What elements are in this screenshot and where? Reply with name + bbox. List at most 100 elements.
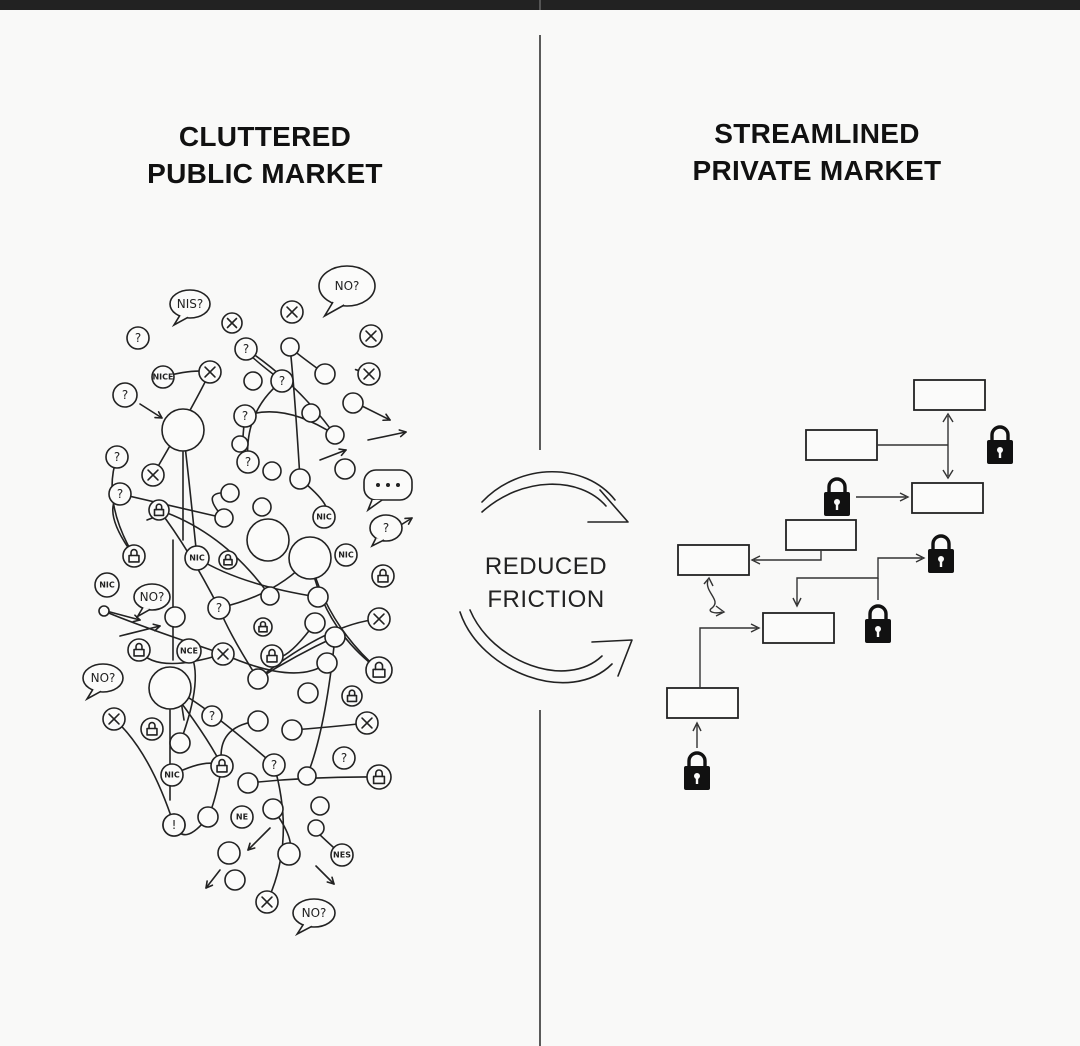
network-node — [169, 732, 191, 754]
svg-text:?: ? — [135, 331, 141, 345]
network-node — [307, 586, 329, 608]
question-mark-icon: ? — [201, 705, 223, 727]
x-mark-icon — [280, 300, 304, 324]
lock-outline-icon — [253, 617, 273, 637]
lock-outline-icon — [218, 550, 238, 570]
network-node — [164, 606, 186, 628]
lock-icon — [824, 477, 850, 516]
network-node — [304, 612, 326, 634]
question-mark-icon: ? — [126, 326, 150, 350]
network-node — [288, 536, 332, 580]
lock-outline-icon — [366, 764, 392, 790]
lock-icon — [684, 751, 710, 790]
x-mark-icon — [211, 642, 235, 666]
flow-box-7 — [666, 687, 739, 719]
lock-icon — [865, 604, 891, 643]
arrowhead-icon — [398, 429, 407, 438]
network-node — [280, 337, 300, 357]
tag-node — [160, 763, 184, 787]
tag-label: NIC — [338, 551, 354, 560]
question-mark-icon: ? — [112, 382, 138, 408]
speech-bubble-icon: NO? — [133, 583, 171, 619]
question-mark-icon: ? — [233, 404, 257, 428]
lock-outline-icon — [260, 644, 284, 668]
svg-text:?: ? — [245, 455, 251, 469]
network-node — [148, 666, 192, 710]
network-node — [281, 719, 303, 741]
bubble-label: NIS? — [177, 297, 204, 311]
lock-outline-icon — [148, 499, 170, 521]
x-mark-icon — [367, 607, 391, 631]
question-mark-icon: ? — [105, 445, 129, 469]
network-link — [158, 509, 271, 597]
x-mark-icon — [357, 362, 381, 386]
network-node — [325, 425, 345, 445]
network-link — [266, 764, 285, 903]
speech-bubble-icon: NO? — [82, 663, 124, 702]
lock-outline-icon — [365, 656, 393, 684]
tag-label: NE — [236, 813, 248, 822]
x-mark-icon — [141, 463, 165, 487]
network-node — [297, 682, 319, 704]
tag-node — [176, 638, 202, 664]
network-node — [316, 652, 338, 674]
curved-arrow-icon-top — [481, 471, 629, 523]
lock-outline-icon — [122, 544, 146, 568]
arrowhead-icon — [205, 880, 214, 889]
right-panel-title: STREAMLINED PRIVATE MARKET — [652, 115, 982, 189]
flow-box-2 — [805, 429, 878, 461]
network-link — [245, 348, 336, 436]
cluttered-network: ????????????NICENICNICNICNICNCENICNENESN… — [82, 265, 413, 937]
x-mark-icon — [102, 707, 126, 731]
right-title-line-1: STREAMLINED — [714, 118, 920, 149]
svg-text:?: ? — [209, 709, 215, 723]
question-mark-icon: ? — [332, 746, 356, 770]
svg-text:?: ? — [117, 487, 123, 501]
lock-icon — [987, 425, 1013, 464]
x-mark-icon — [221, 312, 243, 334]
network-node — [310, 796, 330, 816]
question-mark-icon: ? — [236, 450, 260, 474]
tag-node — [94, 572, 120, 598]
svg-text:?: ? — [242, 409, 248, 423]
x-mark-icon — [355, 711, 379, 735]
arrowhead-icon — [247, 842, 256, 851]
right-title-line-2: PRIVATE MARKET — [692, 155, 942, 186]
network-node — [98, 605, 110, 617]
tag-label: NES — [333, 851, 351, 860]
network-node — [260, 586, 280, 606]
svg-text:?: ? — [271, 758, 277, 772]
question-mark-icon: ? — [270, 369, 294, 393]
exclamation-icon: ! — [162, 813, 186, 837]
bubble-label: NO? — [91, 671, 116, 685]
arrow-icon — [319, 449, 347, 461]
flow-box-6 — [762, 612, 835, 644]
tag-label: NIC — [99, 581, 115, 590]
network-node — [252, 497, 272, 517]
tag-node — [151, 365, 175, 389]
network-node — [297, 766, 317, 786]
tag-label: NICE — [152, 373, 173, 382]
speech-bubble-icon: NO? — [292, 898, 336, 937]
top-bar-divider — [539, 0, 541, 10]
arrowhead-icon — [404, 517, 413, 525]
bubble-label: NO? — [335, 279, 360, 293]
tag-node — [230, 805, 254, 829]
lock-outline-icon — [140, 717, 164, 741]
bubble-label: NO? — [302, 906, 327, 920]
connector-box7-to-box6 — [699, 627, 757, 688]
speech-bubble-icon: NIS? — [169, 289, 211, 328]
network-node — [289, 468, 311, 490]
network-node — [197, 806, 219, 828]
network-link — [289, 346, 301, 480]
arrow-icon — [359, 404, 391, 421]
network-node — [161, 408, 205, 452]
network-node — [314, 363, 336, 385]
speech-bubble-icon: NO? — [318, 265, 376, 319]
center-label-line-1: REDUCED — [484, 553, 608, 580]
network-node — [247, 668, 269, 690]
arrowhead-icon — [326, 876, 335, 885]
network-node — [220, 483, 240, 503]
curved-arrow-icon-bottom — [459, 609, 633, 684]
arrowhead-icon — [338, 448, 347, 457]
